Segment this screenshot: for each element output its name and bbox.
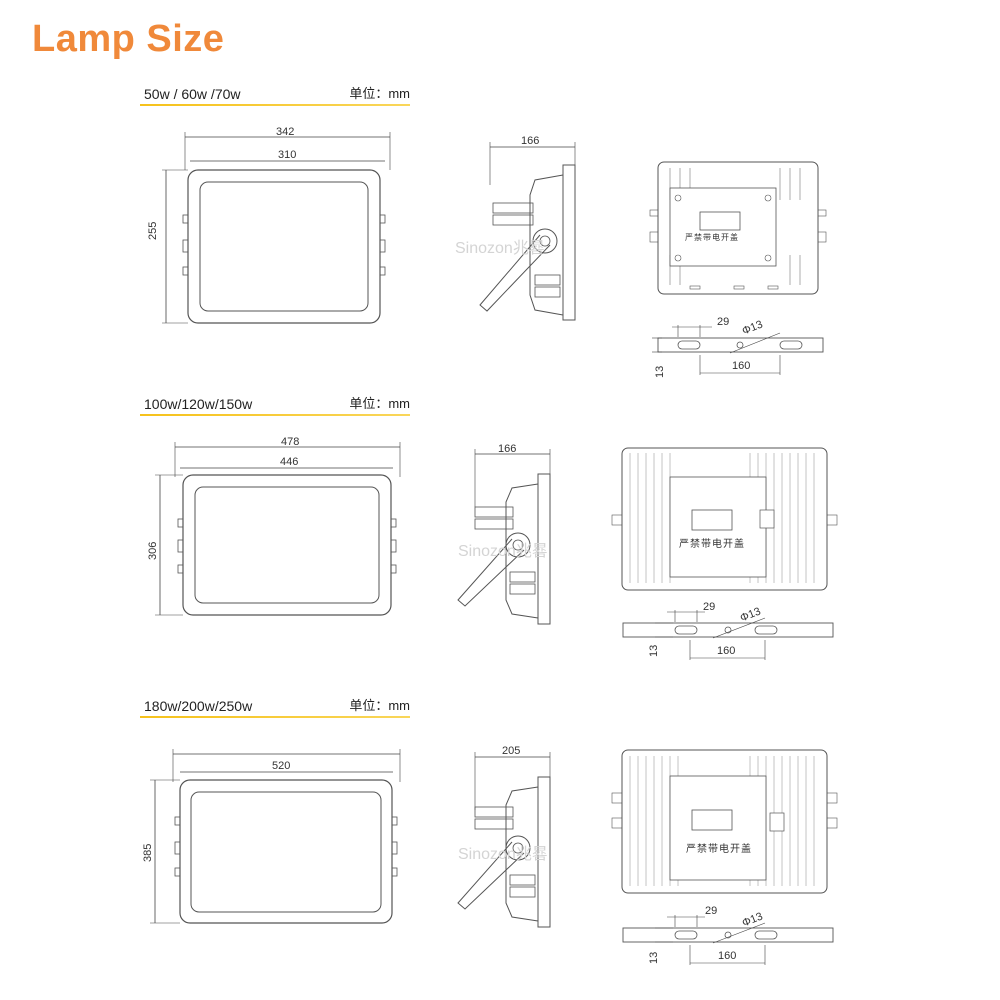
watermark: Sinozon兆晷: [458, 846, 548, 863]
back-view-drawing: [611, 749, 838, 894]
side-view-drawing: [479, 142, 576, 321]
watermark: Sinozon兆晷: [455, 240, 545, 257]
dim-inner-width: 520: [272, 760, 291, 772]
dim-spacing: 160: [717, 645, 736, 657]
section-label: 100w/120w/150w: [144, 396, 253, 412]
dim-spacing: 160: [732, 360, 751, 372]
section-label: 50w / 60w /70w: [144, 86, 241, 102]
section-underline: [140, 414, 410, 416]
back-label-text: 严禁带电开盖: [686, 844, 752, 855]
bracket-drawing: [652, 325, 824, 375]
dim-height: 255: [147, 221, 159, 240]
back-label-text: 严禁带电开盖: [685, 233, 739, 242]
dim-slot: 29: [717, 316, 730, 328]
section-header: 180w/200w/250w 单位：mm: [140, 696, 410, 718]
watermark: Sinozon兆晷: [458, 543, 548, 560]
dim-inner-width: 446: [280, 456, 299, 468]
unit-label: 单位：mm: [349, 396, 410, 411]
dim-outer-width: 478: [281, 436, 300, 448]
dim-spacing: 160: [718, 950, 737, 962]
section-underline: [140, 104, 410, 106]
dim-height: 306: [147, 541, 159, 560]
dim-outer-width: 342: [276, 126, 295, 138]
side-view-drawing: [457, 449, 551, 625]
section-label: 180w/200w/250w: [144, 698, 253, 714]
dim-thickness: 13: [654, 365, 666, 378]
front-view-drawing: [155, 442, 401, 616]
back-view-drawing: [649, 161, 827, 295]
dim-depth: 205: [502, 745, 521, 757]
dim-inner-width: 310: [278, 149, 297, 161]
back-label-text: 严禁带电开盖: [679, 539, 745, 550]
section-underline: [140, 716, 410, 718]
unit-label: 单位：mm: [349, 86, 410, 101]
side-view-drawing: [457, 752, 551, 928]
front-view-drawing: [150, 749, 401, 924]
bracket-drawing: [622, 915, 834, 965]
dim-height: 385: [142, 843, 154, 862]
bracket-drawing: [622, 610, 834, 660]
dim-depth: 166: [521, 135, 540, 147]
section-header: 100w/120w/150w 单位：mm: [140, 394, 410, 416]
front-view-drawing: [162, 132, 391, 324]
dim-thickness: 13: [648, 644, 660, 657]
page-title: Lamp Size: [32, 18, 225, 60]
dim-slot: 29: [705, 905, 718, 917]
section-header: 50w / 60w /70w 单位：mm: [140, 84, 410, 106]
back-view-drawing: [611, 447, 838, 591]
dim-thickness: 13: [648, 951, 660, 964]
dim-slot: 29: [703, 601, 716, 613]
unit-label: 单位：mm: [349, 698, 410, 713]
dim-depth: 166: [498, 443, 517, 455]
